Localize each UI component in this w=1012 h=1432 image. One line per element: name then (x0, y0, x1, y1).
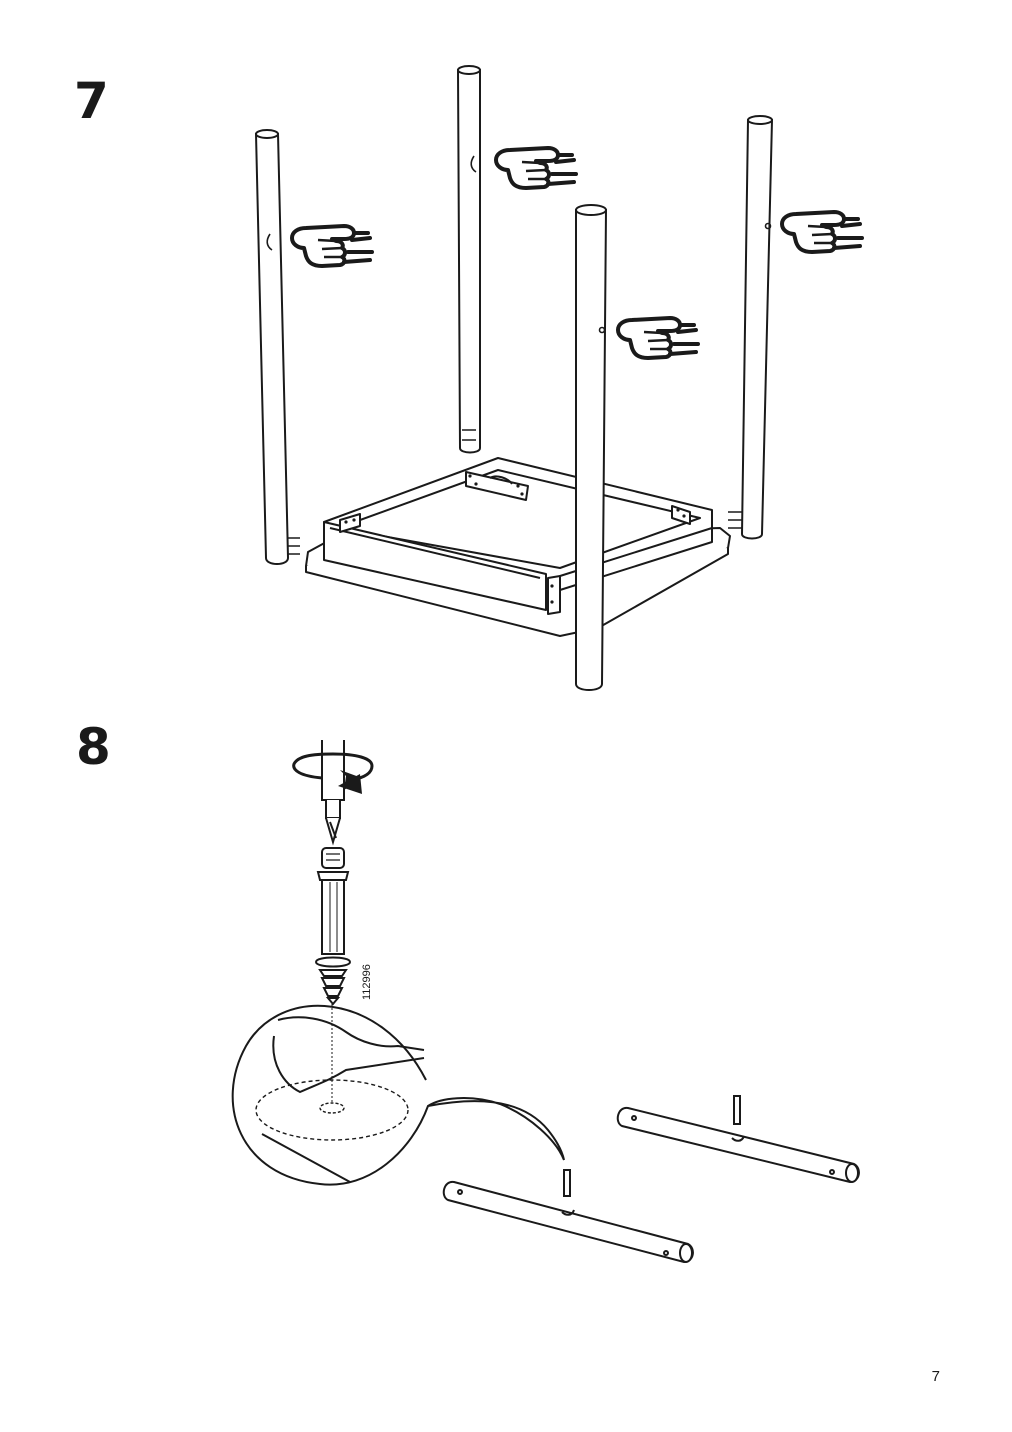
part-code: 112996 (361, 964, 373, 1000)
pointing-hand-icon (780, 210, 864, 254)
detail-callout (231, 1004, 565, 1186)
stretcher-rails (442, 1095, 860, 1264)
rotate-arrow-icon (292, 752, 374, 794)
page-number: 7 (931, 1368, 940, 1385)
step-8-number: 8 (76, 718, 111, 776)
step-7-number: 7 (74, 72, 109, 130)
dowel-screw (314, 847, 352, 1006)
table-legs (254, 65, 774, 691)
pointing-hand-icon (616, 316, 700, 360)
table-frame (305, 457, 731, 637)
pointing-hand-icon (290, 224, 374, 268)
pointing-hand-icon (494, 146, 578, 190)
